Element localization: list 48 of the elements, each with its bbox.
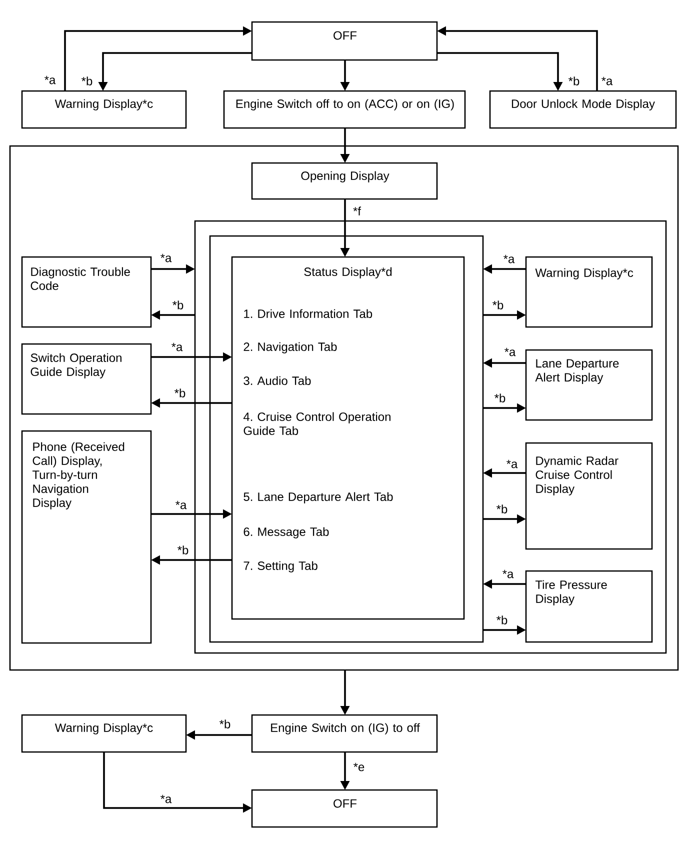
state-box: Warning Display*c xyxy=(21,714,187,753)
edge-label: *a xyxy=(170,342,184,352)
edge-label: *f xyxy=(352,206,362,216)
edge-label: *b xyxy=(218,718,232,730)
group-frame xyxy=(9,145,679,671)
group-frame xyxy=(194,220,667,654)
edge-label: *a xyxy=(160,253,172,263)
state-box: Warning Display*c xyxy=(21,90,187,129)
tab-list-item: 2. Navigation Tab xyxy=(244,342,337,354)
panel-heading: Status Display*d xyxy=(304,267,392,278)
tab-list-item: 1. Drive Information Tab xyxy=(244,309,372,318)
state-box: Engine Switch on (IG) to off xyxy=(251,714,438,753)
tab-list-item: 4. Cruise Control Operation Guide Tab xyxy=(243,412,390,435)
state-box: Warning Display*c xyxy=(525,256,653,328)
edge-label: *b xyxy=(496,504,508,514)
edge-label: *b xyxy=(496,614,508,626)
edge-label: *a xyxy=(600,76,614,86)
state-box: Switch Operation Guide Display xyxy=(21,343,152,415)
edge-label: *a xyxy=(502,569,514,579)
edge-label: *b xyxy=(176,544,190,556)
state-box: OFF xyxy=(251,21,438,61)
edge-label: *a xyxy=(44,75,56,85)
tab-list-item: 3. Audio Tab xyxy=(244,376,311,385)
tab-list-item: 5. Lane Departure Alert Tab xyxy=(244,492,393,504)
state-box: Tire Pressure Display xyxy=(525,570,653,643)
edge-label: *b xyxy=(80,76,94,86)
edge-label: *a xyxy=(160,794,172,804)
state-box: Diagnostic Trouble Code xyxy=(21,256,152,328)
group-frame xyxy=(209,235,484,643)
edge-label: *a xyxy=(502,254,516,264)
state-box: OFF xyxy=(251,789,438,828)
state-box: Dynamic Radar Cruise Control Display xyxy=(525,442,653,550)
state-box: Phone (Received Call) Display, Turn-by-turn Navigation Display xyxy=(21,430,152,644)
edge-label: *b xyxy=(174,388,186,398)
tab-list-item: 6. Message Tab xyxy=(244,527,329,538)
edge-label: *a xyxy=(174,500,188,510)
edge-label: *e xyxy=(352,762,366,772)
edge-label: *b xyxy=(568,76,580,86)
tab-list-item: 7. Setting Tab xyxy=(244,561,318,572)
state-box: Door Unlock Mode Display xyxy=(489,90,677,129)
state-box: Engine Switch off to on (ACC) or on (IG) xyxy=(223,90,466,129)
edge-label: *a xyxy=(504,347,516,357)
edge-label: *b xyxy=(494,392,506,404)
edge-label: *a xyxy=(506,459,518,469)
state-box: Opening Display xyxy=(251,162,438,200)
edge-label: *b xyxy=(172,300,184,310)
edge-label: *b xyxy=(492,300,504,310)
state-box: Lane Departure Alert Display xyxy=(525,349,653,421)
